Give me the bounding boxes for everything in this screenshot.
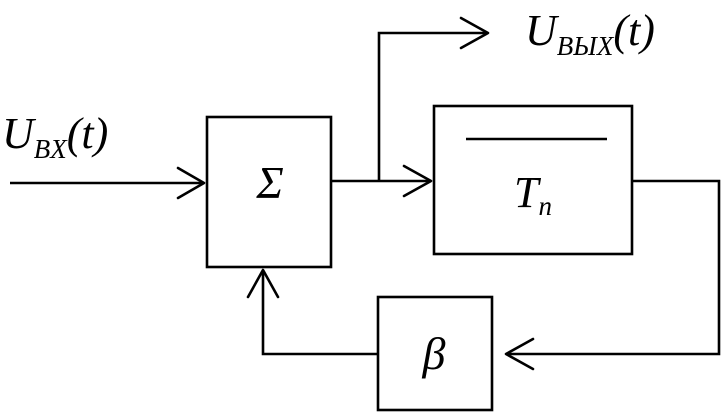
summator-block <box>205 115 333 269</box>
delay-label-main: T <box>514 168 542 217</box>
sum-to-delay-arrowhead <box>402 164 433 198</box>
output-arrowhead <box>459 16 490 50</box>
feedback-return-line <box>261 270 378 356</box>
input-signal-subscript: BX <box>34 134 68 164</box>
input-arrowhead <box>176 166 206 200</box>
input-signal-label: UBX(t) <box>2 109 108 164</box>
output-branch-line <box>377 31 488 181</box>
output-signal-argument: (t) <box>613 6 655 55</box>
output-signal-label: UBЫX(t) <box>525 6 655 61</box>
feedback-arrowhead <box>504 337 535 371</box>
feedback-block <box>376 295 494 412</box>
delay-label-subscript: n <box>538 191 552 221</box>
output-signal-main: U <box>525 6 560 55</box>
delay-label: Tn <box>514 168 552 221</box>
input-signal-argument: (t) <box>67 109 109 158</box>
input-signal-main: U <box>2 109 37 158</box>
delay-output-line <box>506 179 721 356</box>
feedback-label: β <box>422 328 446 379</box>
summator-label: Σ <box>255 157 283 208</box>
output-signal-subscript: BЫX <box>557 31 615 61</box>
feedback-return-arrowhead <box>246 268 280 299</box>
